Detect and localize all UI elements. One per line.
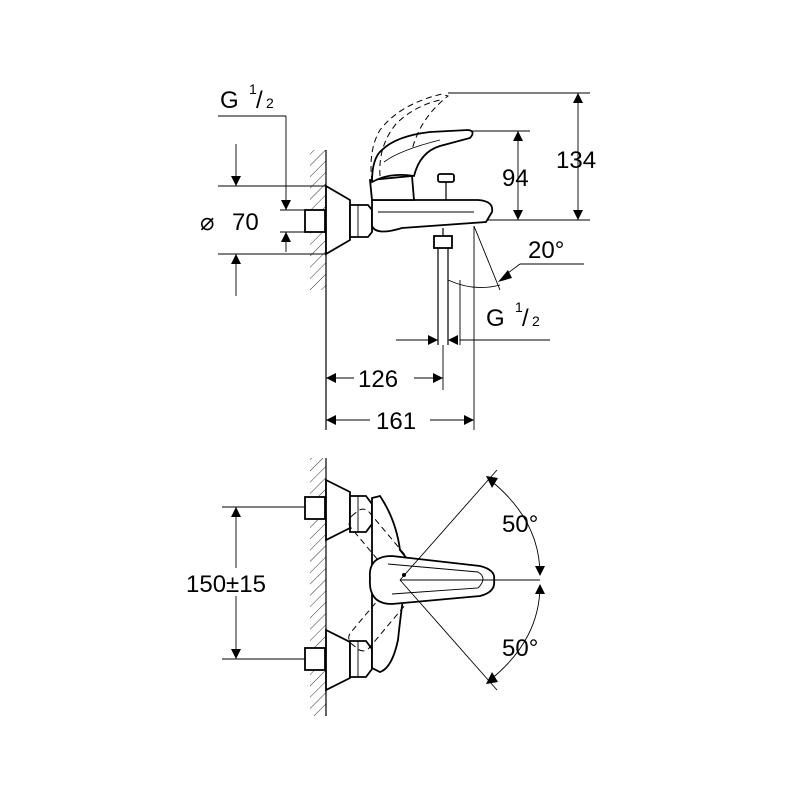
angle-50-lower-label: 50° (502, 635, 538, 662)
body-side (371, 199, 494, 233)
c-arrow-top (231, 507, 241, 517)
thread-top-slash: / (256, 87, 263, 114)
thread-top-num: 1 (249, 81, 257, 97)
angle-50-upper-label: 50° (502, 511, 538, 538)
handle-lever-side (371, 129, 474, 184)
thread-top-arrow (281, 200, 291, 210)
dia-value: 70 (232, 209, 259, 236)
dia-symbol: ⌀ (200, 209, 214, 236)
spout-angle-arc (447, 279, 501, 289)
thread-bot-num: 1 (515, 299, 523, 315)
escutcheon-lower (325, 628, 351, 692)
handle-axis-down (399, 579, 498, 691)
dia-arrow-top (231, 176, 241, 186)
escutcheon-side (325, 184, 351, 256)
top-view: 50° 50° 150±15 (184, 458, 545, 716)
pipe-stub-upper (304, 496, 326, 520)
dia-arrow-bottom (231, 254, 241, 264)
handle-highlight (383, 139, 441, 163)
h94-arrow-bottom (513, 210, 523, 220)
angle-arrow (498, 270, 512, 282)
shower-outlet (433, 235, 453, 249)
lever-handle-inner (387, 563, 484, 595)
thread-bot-arrow-right (448, 335, 458, 345)
pipe-stub-lower (304, 647, 326, 671)
side-view: ⌀ 70 G 1 / 2 94 134 20° G 1 / 2 (200, 81, 596, 435)
thread-top-arrow2 (281, 232, 291, 242)
angle-arc-lower (489, 584, 541, 681)
hex-nut-lower (349, 640, 373, 678)
d161-label: 161 (376, 408, 416, 435)
angle-arc-upper (489, 479, 541, 576)
h94-label: 94 (502, 165, 529, 192)
escutcheon-upper (325, 478, 351, 542)
hex-nut-side (349, 204, 373, 238)
thread-top-den: 2 (266, 95, 274, 111)
d126-arrow-right (433, 373, 443, 383)
h134-label: 134 (556, 147, 596, 174)
c-bg (184, 568, 288, 596)
angle-arc-lower-arrow2 (486, 672, 498, 684)
diverter-knob (437, 173, 455, 183)
thread-bot-arrow-left (428, 335, 438, 345)
d161-arrow-left (326, 415, 336, 425)
handle-base-side (369, 175, 415, 201)
handle-raised-outline (370, 93, 450, 183)
d126-bg (354, 364, 414, 390)
thread-bot-g: G (486, 305, 505, 332)
thread-bot-den: 2 (532, 313, 540, 329)
hex-nut-upper (349, 495, 373, 533)
d126-label: 126 (358, 366, 398, 393)
handle-raised-outline-2 (379, 99, 441, 177)
h134-arrow-top (573, 93, 583, 103)
c-arrow-bottom (231, 649, 241, 659)
angle-arc-upper-arrow2 (535, 566, 545, 576)
d161-arrow-right (464, 415, 474, 425)
angle-20-label: 20° (528, 237, 564, 264)
c-label: 150±15 (186, 571, 266, 598)
h94-arrow-top (513, 131, 523, 141)
d126-arrow-left (326, 373, 336, 383)
thread-top-g: G (220, 87, 239, 114)
handle-axis-up (399, 469, 498, 581)
d161-bg (370, 406, 430, 432)
angle-arc-upper-arrow1 (486, 476, 498, 488)
angle-arc-lower-arrow1 (535, 584, 545, 594)
pipe-stub-side (304, 209, 326, 233)
h134-arrow-bottom (573, 210, 583, 220)
thread-bot-slash: / (522, 305, 529, 332)
spout-angle-line (473, 225, 501, 291)
